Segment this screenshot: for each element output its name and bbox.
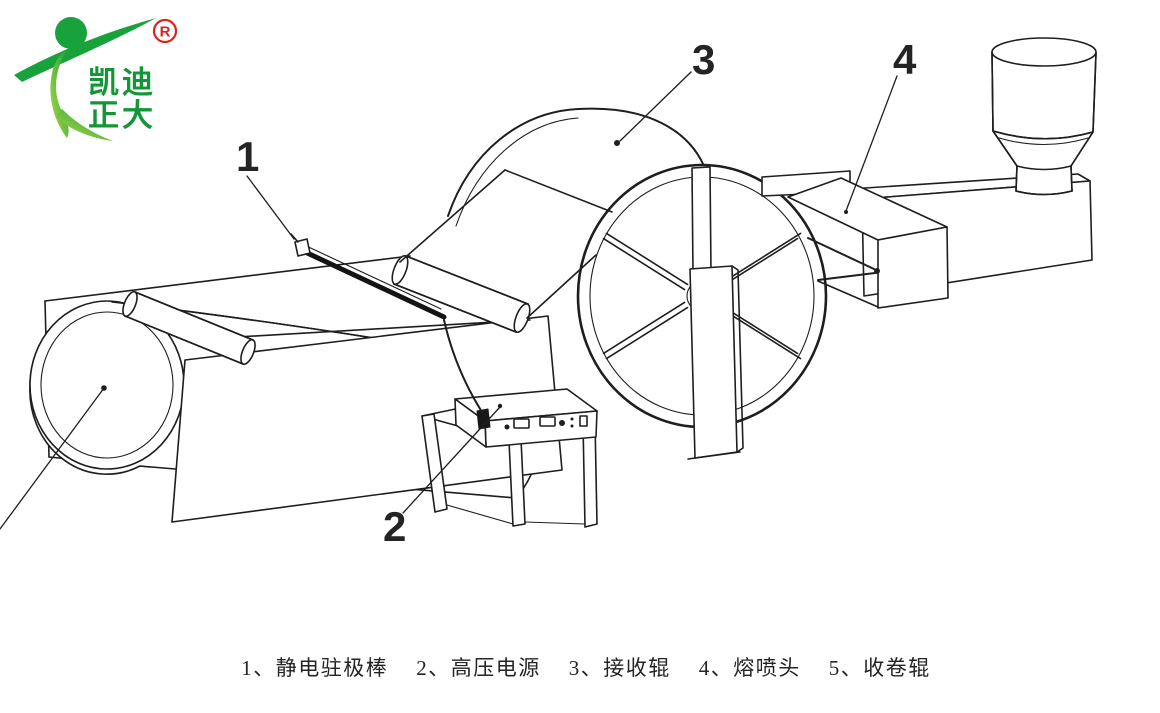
fabric-sheet xyxy=(399,169,613,319)
callout-2-leader xyxy=(402,406,501,514)
callout-1-leader xyxy=(246,175,295,240)
rod-end-cap xyxy=(294,238,311,257)
receiving-drum xyxy=(447,107,828,460)
caption-item-2: 2、高压电源 xyxy=(416,656,541,680)
nozzle-dot xyxy=(874,268,880,274)
hopper xyxy=(991,37,1097,196)
callout-5-leader xyxy=(0,387,105,530)
electret-rod xyxy=(294,238,447,320)
spray-line-lower xyxy=(817,272,876,281)
callout-4: 4 xyxy=(893,36,917,83)
power-supply-box xyxy=(443,319,598,448)
logo-leg xyxy=(56,109,113,141)
belt-roller-left xyxy=(122,290,256,366)
logo-figure xyxy=(14,17,156,141)
logo-text-line2: 正大 xyxy=(88,98,156,133)
spray-line-upper xyxy=(807,237,875,270)
logo-text-line1: 凯迪 xyxy=(88,65,156,100)
drum-support-upper-bar xyxy=(691,166,712,275)
caption-item-5: 5、收卷辊 xyxy=(828,656,931,680)
callouts: 1 2 3 4 xyxy=(236,36,917,550)
registered-trademark-ring xyxy=(152,18,178,44)
callout-2: 2 xyxy=(383,503,406,550)
callout-4-leader xyxy=(845,75,898,212)
caption-item-4: 4、熔喷头 xyxy=(698,656,801,680)
conveyor-belt xyxy=(236,319,531,338)
caption-item-3: 3、接收辊 xyxy=(568,656,671,680)
front-panel-controls xyxy=(504,415,588,430)
logo-head xyxy=(55,17,87,49)
meltblown-head xyxy=(787,177,949,309)
callout-3: 3 xyxy=(692,36,715,83)
logo-arm-swoosh xyxy=(14,18,156,82)
figure-caption: 1、静电驻极棒 2、高压电源 3、接收辊 4、熔喷头 5、收卷辊 xyxy=(6,652,1160,682)
hv-cable xyxy=(443,319,483,413)
caption-item-1: 1、静电驻极棒 xyxy=(241,656,389,680)
callout-3-leader xyxy=(619,71,692,142)
conveyor-front-plate xyxy=(171,315,563,523)
drum-support-column xyxy=(689,265,738,459)
registered-trademark-letter: R xyxy=(160,24,171,41)
brand-logo: 凯迪 正大 R xyxy=(14,17,178,141)
belt-roller-right xyxy=(391,255,531,333)
callout-1: 1 xyxy=(236,133,259,180)
hv-connector xyxy=(476,408,491,430)
